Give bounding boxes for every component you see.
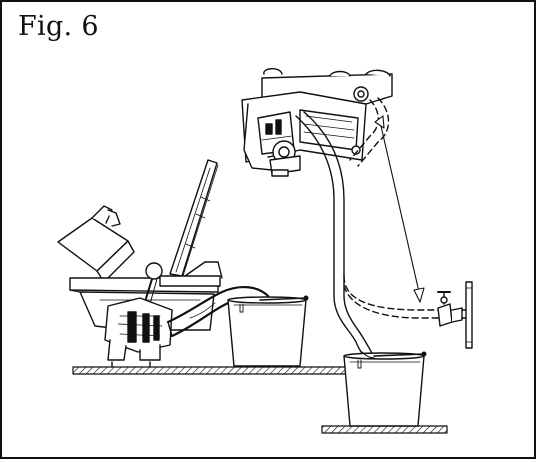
bucket-icon (227, 295, 309, 367)
jug-icon (57, 205, 135, 283)
drain-pipe (295, 111, 375, 359)
figure-label: Fig. 6 (18, 11, 99, 42)
double-arrow-icon (374, 115, 425, 303)
toilet-assembly-icon (57, 159, 270, 368)
floor-right (321, 425, 448, 434)
bucket-icon-right (343, 351, 427, 427)
chemical-unit-icon (241, 68, 393, 177)
floor-left (72, 366, 353, 375)
shutoff-valve-icon (437, 281, 473, 349)
